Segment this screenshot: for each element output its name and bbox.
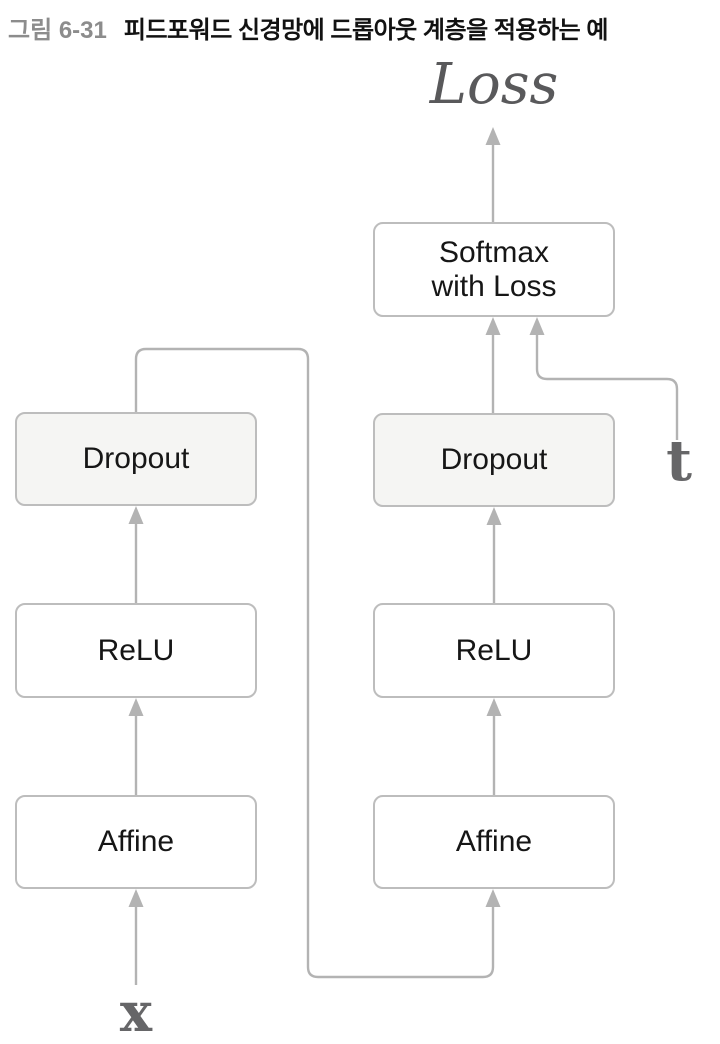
loss-output-label: Loss (429, 52, 559, 117)
arrow-relu-to-dropout-right (486, 507, 502, 603)
relu-box-left: ReLU (15, 603, 257, 698)
arrow-affine-to-relu-left (128, 698, 144, 795)
dropout-box-right: Dropout (373, 413, 615, 507)
dropout-box-left: Dropout (15, 412, 257, 506)
arrow-relu-to-dropout-left (128, 506, 144, 603)
arrow-affine-to-relu-right (486, 698, 502, 795)
affine-box-left: Affine (15, 795, 257, 889)
affine-box-right: Affine (373, 795, 615, 889)
target-t-label: t (666, 428, 692, 494)
figure-number: 그림 6-31 (8, 17, 107, 44)
figure-caption: 그림 6-31 피드포워드 신경망에 드롭아웃 계층을 적용하는 예 (8, 10, 608, 45)
input-x-label: x (119, 980, 153, 1044)
arrow-dropout-to-softmax (485, 317, 501, 413)
arrow-softmax-to-loss (485, 127, 501, 222)
connector-dropout-left-to-affine-right (134, 347, 501, 979)
relu-box-right: ReLU (373, 603, 615, 698)
figure-title: 피드포워드 신경망에 드롭아웃 계층을 적용하는 예 (123, 17, 609, 44)
softmax-with-loss-box: Softmax with Loss (373, 222, 615, 317)
arrow-x-to-affine-left (128, 889, 144, 985)
arrow-t-to-softmax (529, 317, 679, 440)
